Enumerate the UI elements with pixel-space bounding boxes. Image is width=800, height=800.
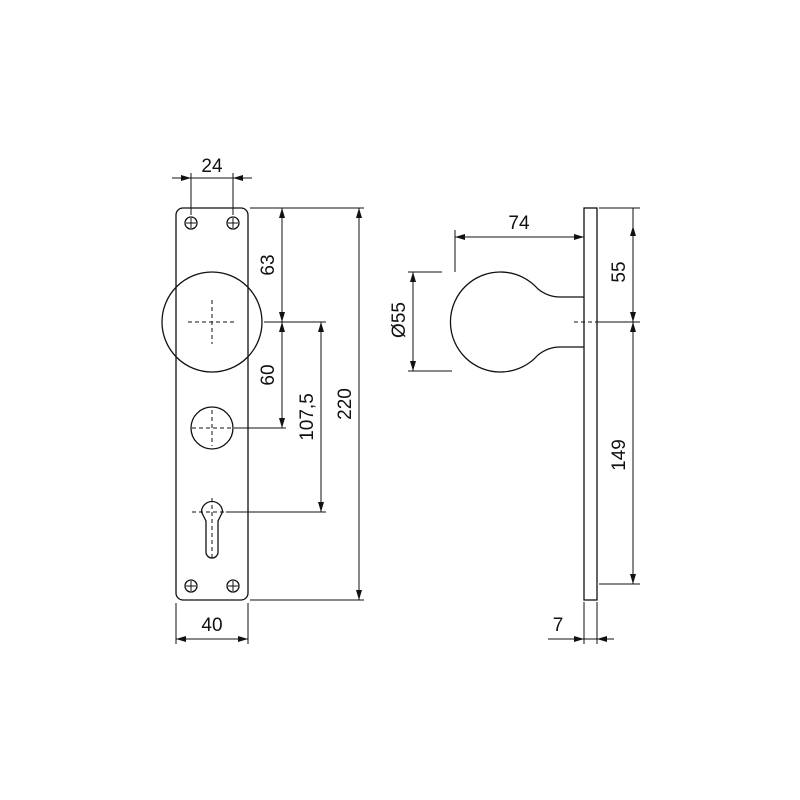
dim-label-60: 60 <box>258 364 279 385</box>
turn-hole <box>190 406 234 450</box>
plate-side <box>583 207 598 601</box>
screw-top-left <box>184 216 198 230</box>
dim-knob-diameter: Ø55 <box>389 271 452 372</box>
front-view: 24 40 63 60 <box>161 156 364 644</box>
dim-plate-thickness: 7 <box>548 602 614 644</box>
dim-knob-to-bottom: 149 <box>609 322 636 584</box>
dim-knob-center-height: 63 <box>258 208 285 322</box>
dim-plate-width: 40 <box>175 603 249 644</box>
screw-top-right <box>226 216 240 230</box>
dim-label-24: 24 <box>201 156 223 177</box>
dim-label-diameter: Ø55 <box>389 302 410 338</box>
dim-label-74: 74 <box>508 213 530 234</box>
knob-rose <box>161 271 263 373</box>
screw-bottom-left <box>184 579 198 593</box>
dim-screw-spacing: 24 <box>172 156 252 215</box>
dim-label-40: 40 <box>201 615 222 636</box>
knob-profile <box>449 271 584 373</box>
screw-bottom-right <box>226 579 240 593</box>
dim-spindle-to-hole: 60 <box>258 322 285 428</box>
dim-label-107-5: 107,5 <box>297 393 318 441</box>
escutcheon-plate <box>175 207 249 601</box>
dim-projection: 74 <box>454 213 584 272</box>
dim-label-220: 220 <box>335 388 356 420</box>
dim-label-149: 149 <box>609 439 630 471</box>
dim-top-to-knob: 55 <box>609 208 636 322</box>
dim-overall-height: 220 <box>335 208 362 600</box>
dim-label-63: 63 <box>258 254 279 275</box>
dim-label-55: 55 <box>609 261 630 282</box>
side-view: 74 Ø55 55 149 <box>389 207 640 644</box>
dim-label-7: 7 <box>553 615 564 636</box>
dim-spindle-to-cylinder: 107,5 <box>297 322 324 512</box>
cylinder-hole <box>200 500 224 559</box>
